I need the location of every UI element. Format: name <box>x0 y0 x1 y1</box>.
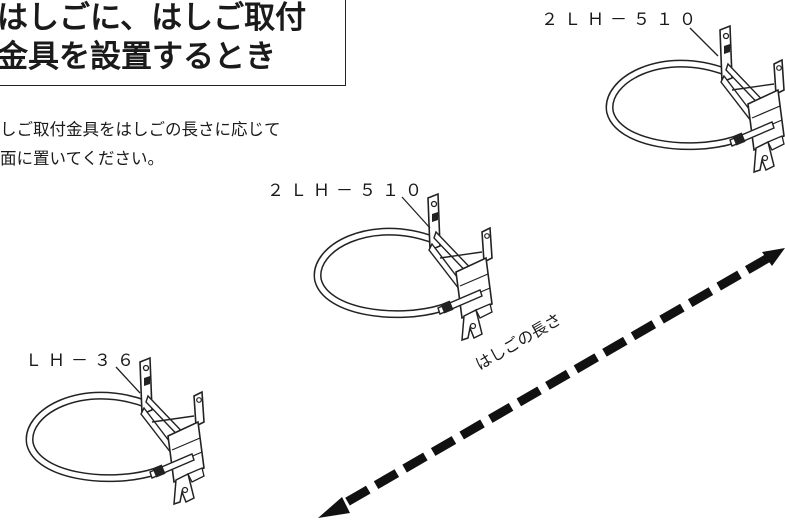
heading-line-1: はしごに、はしご取付 <box>0 0 307 36</box>
bracket-bottom-left <box>30 358 204 504</box>
part-label-bottom: ＬＨ－３６ <box>25 351 140 371</box>
leader-line-bottom <box>115 366 141 394</box>
description-line-2: 面に置いてください。 <box>0 149 165 168</box>
part-label-middle: ２ＬＨ－５１０ <box>267 181 428 201</box>
length-arrow <box>318 248 785 518</box>
leader-line-top <box>689 27 719 57</box>
heading-box: はしごに、はしご取付 金具を設置するとき <box>0 0 346 86</box>
bracket-top-right <box>610 26 784 172</box>
heading-line-2: 金具を設置するとき <box>0 39 276 75</box>
description-line-1: しご取付金具をはしごの長さに応じて <box>0 120 281 139</box>
part-label-top: ２ＬＨ－５１０ <box>541 10 702 30</box>
bracket-middle <box>318 194 492 340</box>
leader-line-middle <box>401 196 431 229</box>
